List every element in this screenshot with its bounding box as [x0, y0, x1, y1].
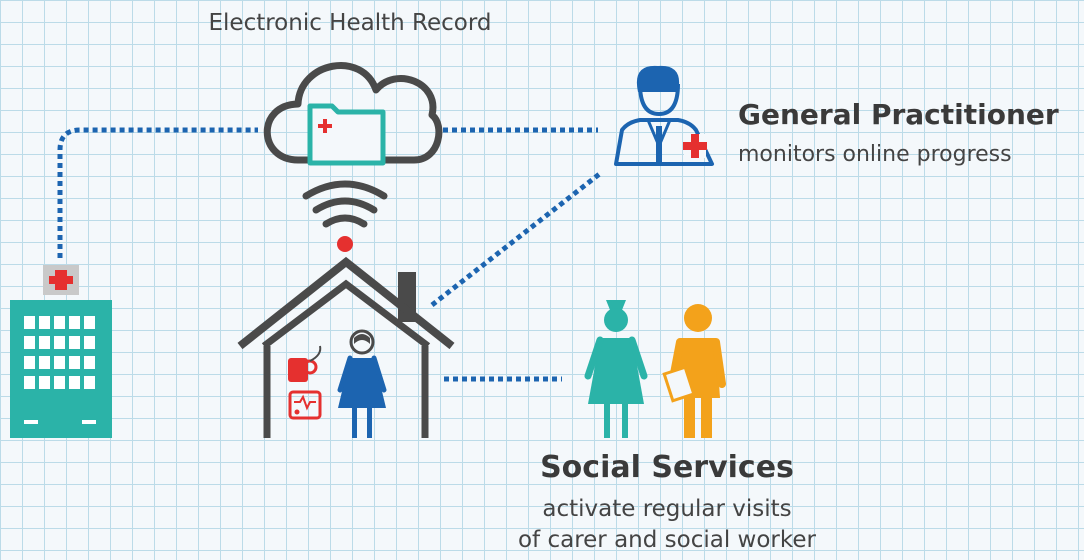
hospital-window — [84, 316, 95, 329]
social-worker-icon — [662, 304, 726, 438]
hospital-window — [24, 356, 35, 369]
elderly-woman-icon — [337, 329, 387, 438]
hospital-window — [54, 376, 65, 389]
hospital-window — [39, 316, 50, 329]
wifi-icon — [302, 180, 388, 252]
hospital-window — [69, 356, 80, 369]
hospital-window — [84, 356, 95, 369]
cloud-medical-folder-icon — [263, 62, 443, 166]
hospital-window — [54, 316, 65, 329]
hospital-window — [54, 356, 65, 369]
hospital-window — [84, 336, 95, 349]
gp-title: General Practitioner — [738, 98, 1059, 131]
house-icon — [237, 256, 455, 438]
hospital-window — [69, 376, 80, 389]
social-services-line1: activate regular visits — [542, 496, 792, 522]
hospital-window — [24, 336, 35, 349]
social-services-line2: of carer and social worker — [517, 527, 816, 553]
hospital-to-ehr-connector — [57, 127, 258, 258]
doctor-icon — [614, 65, 714, 166]
hospital-window — [39, 336, 50, 349]
social-services-title: Social Services — [540, 450, 794, 485]
ehr-label: Electronic Health Record — [208, 10, 492, 36]
hospital-window — [39, 356, 50, 369]
hospital-window — [39, 376, 50, 389]
hospital-building-icon — [10, 265, 112, 438]
oxygen-device-icon — [288, 345, 322, 382]
hospital-window — [84, 376, 95, 389]
house-to-gp-connector — [430, 170, 604, 307]
hospital-window — [24, 376, 35, 389]
gp-description: monitors online progress — [738, 142, 1012, 167]
connectors — [57, 127, 604, 382]
nurse-icon — [584, 300, 648, 438]
hospital-window — [24, 316, 35, 329]
hospital-window — [69, 336, 80, 349]
heart-monitor-icon — [288, 390, 322, 420]
hospital-window — [69, 316, 80, 329]
hospital-window — [54, 336, 65, 349]
